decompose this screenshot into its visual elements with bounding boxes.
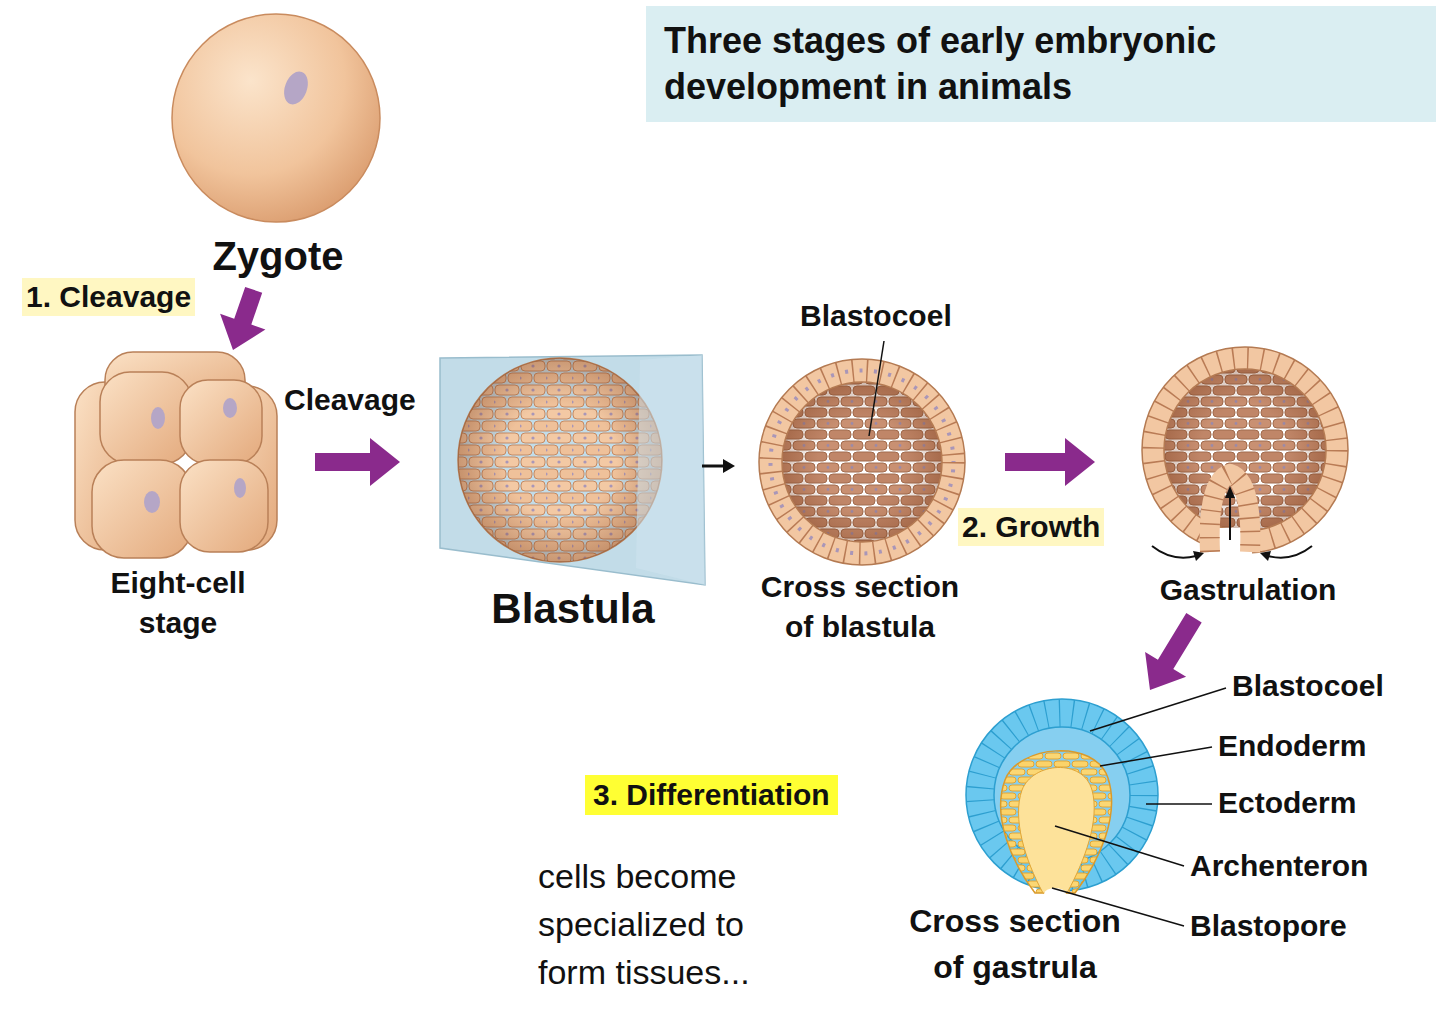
cell: [100, 372, 192, 464]
stage-node: Eight-cell stage: [70, 350, 285, 650]
part-label: Blastocoel: [1232, 668, 1384, 704]
nucleus: [280, 68, 312, 107]
movement-arrow: [1229, 496, 1231, 540]
arrow-line: [702, 465, 723, 468]
part-label: Archenteron: [1190, 848, 1368, 884]
part-label: Blastocoel: [800, 298, 952, 334]
blastopore: [1044, 888, 1066, 900]
leader-line: [1100, 747, 1212, 766]
edge-label: 1. Cleavage: [22, 278, 195, 316]
arrow-head: [1225, 486, 1235, 498]
section-plane-front: [636, 355, 705, 585]
connector: [220, 287, 265, 350]
edge-label: Cleavage: [280, 381, 420, 419]
cell-walls: [771, 371, 954, 554]
outline: [759, 359, 965, 565]
block-arrow: [315, 438, 400, 486]
stage-caption: Zygote: [178, 232, 378, 280]
leader-line: [1090, 688, 1226, 731]
part-label: 3. Differentiation: [585, 775, 838, 815]
stage-node: Gastrulation: [1125, 345, 1370, 616]
connector: [1145, 613, 1202, 690]
edge-label: 2. Growth: [958, 508, 1104, 546]
part-label: Ectoderm: [1218, 785, 1356, 821]
sphere-shading: [458, 358, 662, 562]
nucleus: [144, 491, 160, 513]
stage-caption: Cross section of gastrula: [895, 898, 1135, 990]
connector: [702, 459, 735, 473]
block-arrow: [1005, 438, 1095, 486]
title-box: Three stages of early embryonic developm…: [646, 6, 1436, 122]
part-label: Endoderm: [1218, 728, 1366, 764]
movement-arrow: [1268, 546, 1312, 558]
connector: [1005, 438, 1095, 486]
stage-node: Blastula: [435, 350, 710, 640]
arrow-head: [1260, 551, 1271, 561]
nucleus: [223, 398, 237, 418]
arrow-head: [723, 459, 735, 473]
outline: [1142, 347, 1348, 553]
infolding-walls: [1210, 474, 1251, 552]
stage-node: Cross section of gastrula: [855, 690, 1175, 1000]
block-arrow: [220, 287, 265, 350]
archenteron: [1019, 767, 1095, 893]
section-plane: [440, 355, 705, 585]
stage-node: Zygote: [170, 8, 385, 286]
block-arrow: [1145, 613, 1202, 690]
leader-line: [1146, 803, 1212, 805]
nucleus: [151, 407, 165, 429]
cavity-shading: [782, 382, 942, 542]
cell-ring: [771, 371, 954, 554]
stage-caption: Cross section of blastula: [745, 567, 975, 647]
stage-caption: Gastrulation: [1133, 570, 1363, 610]
stage-caption: Blastula: [443, 584, 703, 634]
nucleus: [234, 478, 246, 498]
outline: [782, 382, 942, 542]
nuclei: [771, 371, 954, 554]
part-label: cells become specialized to form tissues…: [538, 852, 808, 996]
cell: [180, 380, 262, 464]
zygote-cell: [172, 14, 380, 222]
infolding-cells: [1210, 474, 1251, 552]
connector: [315, 438, 400, 486]
cell: [180, 460, 268, 552]
stage-caption: Eight-cell stage: [88, 563, 268, 643]
stage-node: Cross section of blastula: [735, 355, 985, 653]
arrow-head: [1193, 551, 1204, 561]
blastocoel-wall: [782, 382, 942, 542]
leader-line: [869, 341, 884, 436]
blastula-sphere: [458, 358, 662, 562]
movement-arrow: [1152, 546, 1196, 558]
endoderm: [1001, 751, 1112, 893]
cell: [92, 460, 192, 558]
leader-line: [1055, 826, 1184, 866]
title-text: Three stages of early embryonic developm…: [664, 18, 1418, 110]
part-label: Blastopore: [1190, 908, 1347, 944]
